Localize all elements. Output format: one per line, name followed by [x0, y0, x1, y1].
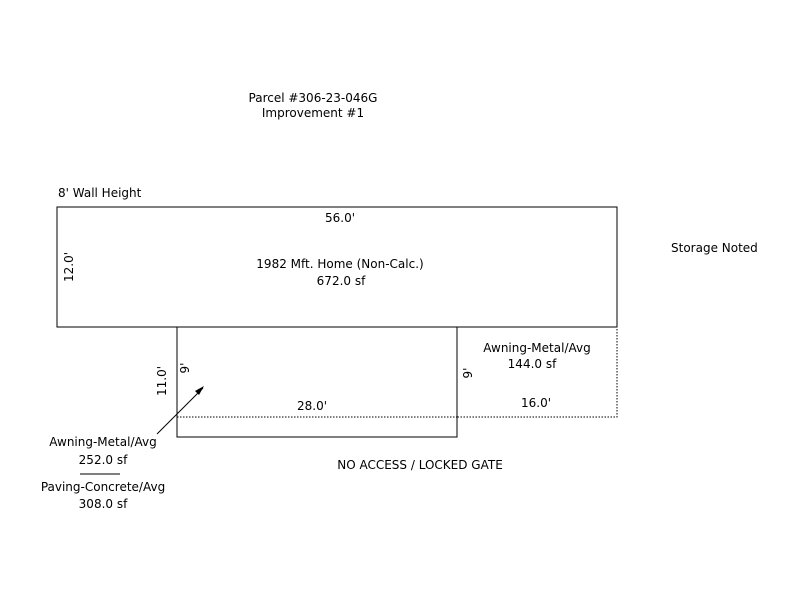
home-label: 1982 Mft. Home (Non-Calc.) — [256, 257, 423, 271]
awning-right-outline — [457, 326, 618, 418]
awning-right-width-dimension: 16.0' — [521, 396, 551, 410]
awning-right-area: 144.0 sf — [508, 357, 557, 371]
home-depth-dimension: 12.0' — [62, 252, 76, 282]
awning-left-area: 252.0 sf — [79, 453, 128, 467]
leader-arrow-line — [156, 387, 204, 435]
home-area: 672.0 sf — [317, 274, 366, 288]
wall-height-note: 8' Wall Height — [58, 186, 142, 200]
awning-right-height-dimension: 9' — [461, 368, 475, 379]
awning-left-height-dimension: 9' — [178, 363, 192, 374]
awning-left-outline — [176, 326, 458, 438]
access-note: NO ACCESS / LOCKED GATE — [337, 458, 503, 472]
awning-left-depth-dimension: 11.0' — [155, 366, 169, 396]
parcel-number: Parcel #306-23-046G — [249, 91, 378, 105]
leader-arrow-head — [195, 386, 204, 395]
home-width-dimension: 56.0' — [325, 211, 355, 225]
improvement-number: Improvement #1 — [262, 106, 364, 120]
awning-right-label: Awning-Metal/Avg — [483, 341, 590, 355]
paving-label: Paving-Concrete/Avg — [41, 480, 165, 494]
storage-note: Storage Noted — [671, 241, 758, 255]
paving-area: 308.0 sf — [79, 497, 128, 511]
awning-left-label: Awning-Metal/Avg — [49, 435, 156, 449]
awning-left-width-dimension: 28.0' — [297, 399, 327, 413]
